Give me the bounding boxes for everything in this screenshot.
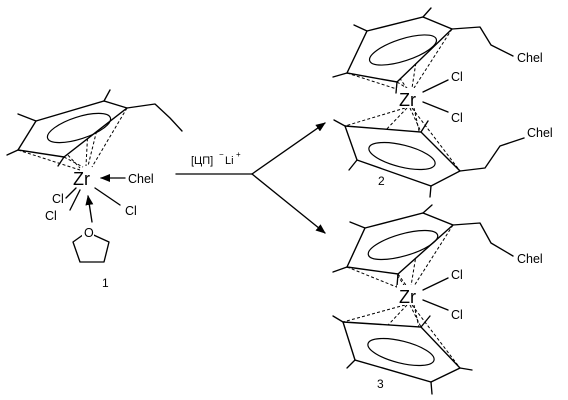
compound-2-zr-label: Zr [399, 90, 416, 110]
cp-ring-2-top-inner [368, 34, 438, 66]
compound-2-number: 2 [378, 174, 385, 188]
reagent-minus: − [219, 150, 224, 159]
compound-1-cl-a: Cl [52, 192, 64, 206]
cp-ring-2-top [345, 16, 454, 83]
compound-2-cl-a: Cl [451, 70, 463, 84]
compound-2-chel-b: Chel [527, 126, 553, 140]
compound-3-zr-label: Zr [399, 287, 416, 307]
compound-2-cl-b: Cl [451, 111, 463, 125]
reagent-base: [ЦП] [191, 155, 213, 167]
compound-1: Zr Chel Cl Cl Cl O 1 [6, 89, 183, 290]
compound-1-thf-o: O [84, 226, 94, 240]
cp-ring-1-inner [46, 112, 112, 144]
compound-2: Chel Chel Zr Cl Cl 2 [332, 7, 553, 198]
compound-3-cl-b: Cl [451, 308, 463, 322]
compound-1-cl-c: Cl [125, 204, 137, 218]
cp-ring-2-bottom-inner [368, 141, 436, 171]
cp-ring-3-top-inner [367, 229, 439, 261]
reaction-arrows: [ЦП] − Li + [175, 122, 326, 234]
compound-3: Chel Zr Cl Cl 3 [332, 204, 543, 395]
compound-3-number: 3 [377, 377, 384, 391]
cp-ring-3-top [345, 212, 455, 275]
cp-ring-3-bottom-inner [367, 337, 435, 367]
compound-1-chel-label: Chel [128, 172, 154, 186]
cp-ring-2-bottom [343, 125, 462, 187]
compound-1-zr-label: Zr [73, 169, 90, 189]
compound-1-cl-b: Cl [45, 209, 57, 223]
cp-ring-1 [16, 100, 129, 158]
compound-1-number: 1 [102, 276, 109, 290]
cp-ring-3-bottom [342, 321, 462, 383]
compound-3-cl-a: Cl [451, 268, 463, 282]
reagent-plus: + [236, 150, 241, 159]
compound-2-chel-a: Chel [517, 51, 543, 65]
thf-ring [72, 231, 110, 263]
compound-3-chel: Chel [517, 252, 543, 266]
reagent-li: Li [225, 155, 234, 167]
reagent-label: [ЦП] − Li + [191, 150, 241, 167]
